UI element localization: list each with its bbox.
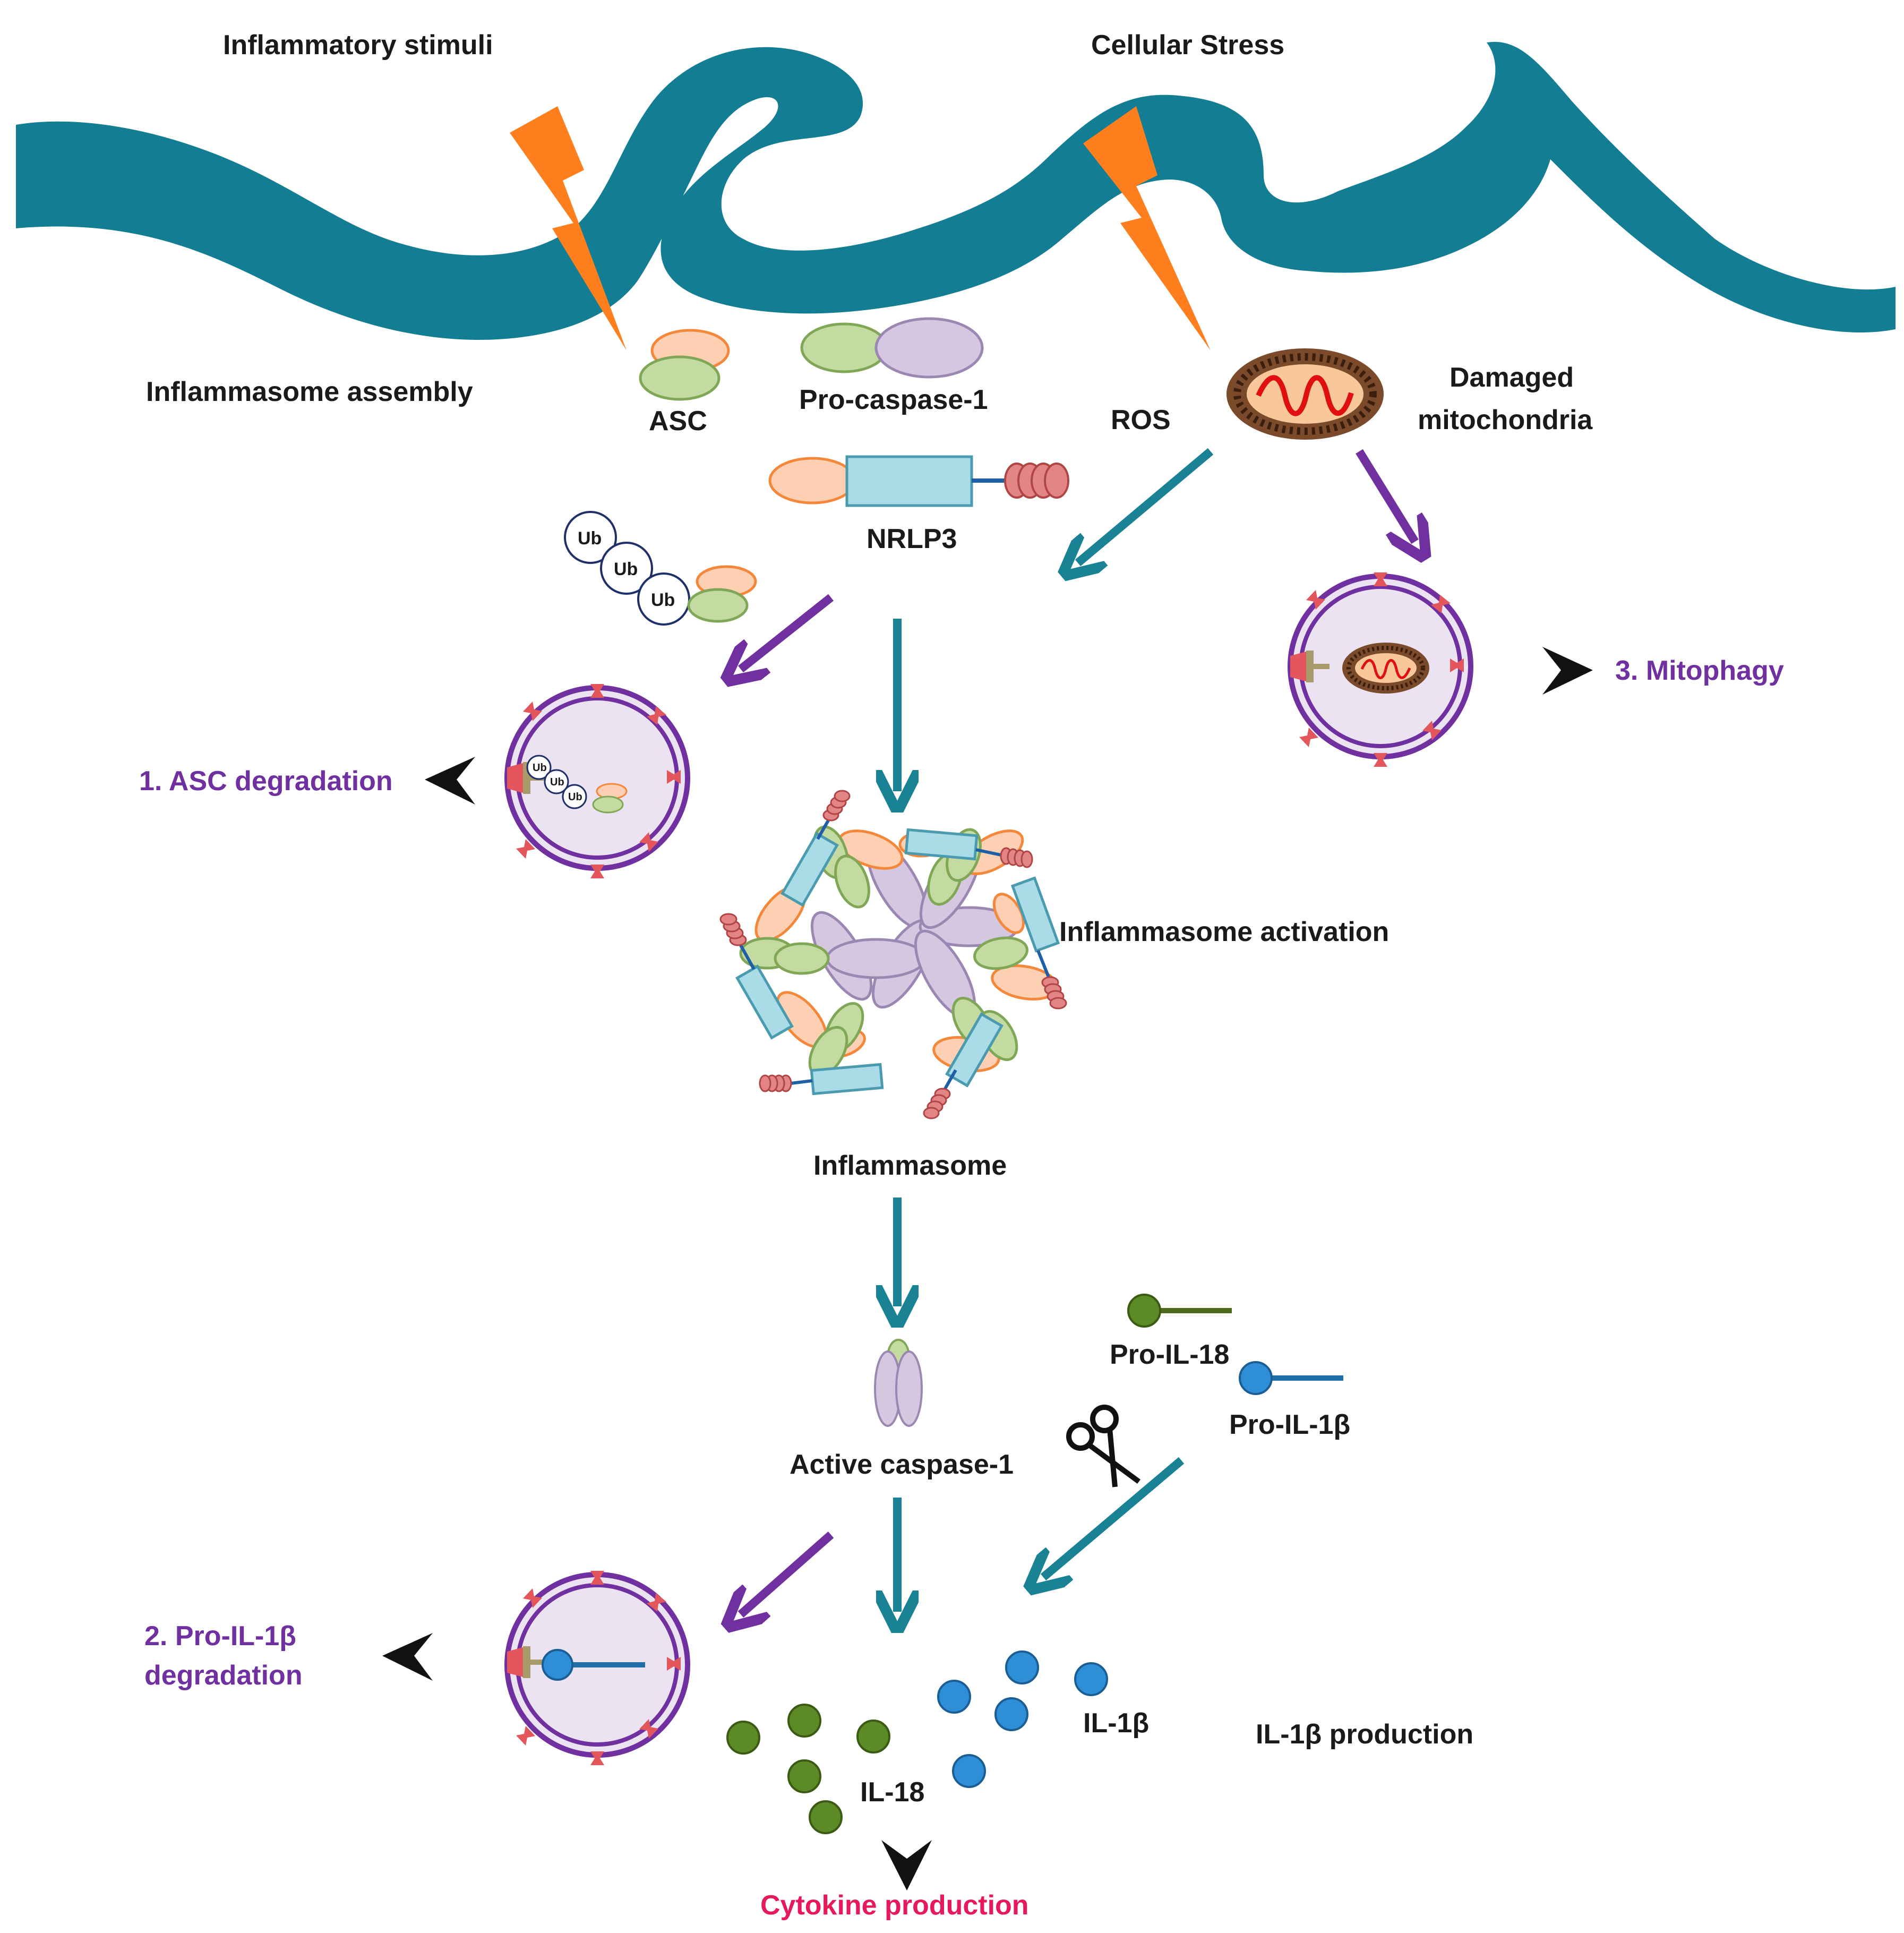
autophagosome-asc: Ub Ub Ub	[504, 684, 690, 878]
pro-il-18-molecule	[1127, 1294, 1232, 1328]
il-18-label: IL-18	[860, 1777, 924, 1808]
mitophagy-label: 3. Mitophagy	[1615, 655, 1784, 686]
autophagosome-pro-il-1b	[504, 1571, 690, 1765]
ubiquitinated-asc: Ub Ub Ub	[564, 511, 757, 626]
pro-il-18-label: Pro-IL-18	[1110, 1339, 1229, 1370]
svg-text:Ub: Ub	[651, 590, 675, 610]
inflammatory-stimuli-label: Inflammatory stimuli	[223, 30, 493, 61]
il-1b-label: IL-1β	[1083, 1708, 1149, 1739]
inflammasome-activation-label: Inflammasome activation	[1059, 917, 1389, 947]
caspase-to-pro-il-1b-degradation-arrow	[741, 1532, 834, 1614]
ub-to-asc-degradation-arrow	[741, 594, 834, 669]
damaged-mitochondria-label-2: mitochondria	[1418, 405, 1593, 435]
damaged-mitochondria-label-1: Damaged	[1450, 362, 1574, 393]
il-1b-production-label: IL-1β production	[1256, 1719, 1473, 1750]
pro-il-to-cytokines-arrow	[1043, 1457, 1185, 1577]
pro-il-1b-label: Pro-IL-1β	[1229, 1409, 1350, 1440]
damaged-mitochondria	[1227, 348, 1384, 440]
svg-text:Ub: Ub	[614, 559, 638, 579]
cytokine-production-chevron	[881, 1840, 932, 1891]
svg-text:Ub: Ub	[550, 776, 564, 788]
scissors-icon	[1066, 1405, 1140, 1487]
svg-text:Ub: Ub	[578, 528, 602, 549]
pro-il-1b-degradation-chevron	[382, 1633, 433, 1681]
active-caspase-1	[874, 1339, 923, 1427]
lightning-bolt-stress	[1083, 106, 1211, 350]
inflammasome-complex	[719, 790, 1067, 1119]
cellular-stress-label: Cellular Stress	[1091, 30, 1284, 61]
mitophagy-chevron	[1542, 647, 1593, 695]
mito-to-mitophagy-arrow	[1356, 449, 1415, 542]
inflammasome-assembly-label: Inflammasome assembly	[146, 377, 473, 407]
cytokine-production-label: Cytokine production	[760, 1890, 1029, 1921]
pro-il-1b-degradation-label-2: degradation	[144, 1660, 303, 1691]
lightning-bolt-inflammatory	[510, 106, 627, 350]
asc-label: ASC	[649, 406, 707, 437]
pro-il-1b-molecule	[1239, 1361, 1343, 1395]
svg-text:Ub: Ub	[533, 762, 547, 774]
nrlp3-protein	[768, 455, 1069, 507]
il-1b-cytokines	[937, 1650, 1108, 1788]
autophagosome-mitophagy	[1288, 572, 1473, 767]
pro-caspase-1-protein	[800, 317, 984, 379]
pro-il-1b-degradation-label-1: 2. Pro-IL-1β	[144, 1621, 296, 1652]
il-18-cytokines	[726, 1704, 890, 1834]
ros-to-nrlp3-arrow	[1078, 448, 1214, 563]
asc-protein	[639, 329, 730, 401]
svg-text:Ub: Ub	[568, 791, 582, 803]
inflammasome-label: Inflammasome	[813, 1150, 1007, 1181]
pro-caspase-1-label: Pro-caspase-1	[799, 384, 988, 415]
cell-membrane	[16, 41, 1896, 340]
ros-label: ROS	[1111, 405, 1171, 435]
nrlp3-label: NRLP3	[867, 524, 957, 554]
asc-degradation-chevron	[425, 757, 475, 805]
active-caspase-1-label: Active caspase-1	[790, 1449, 1014, 1480]
asc-degradation-label: 1. ASC degradation	[139, 766, 393, 797]
